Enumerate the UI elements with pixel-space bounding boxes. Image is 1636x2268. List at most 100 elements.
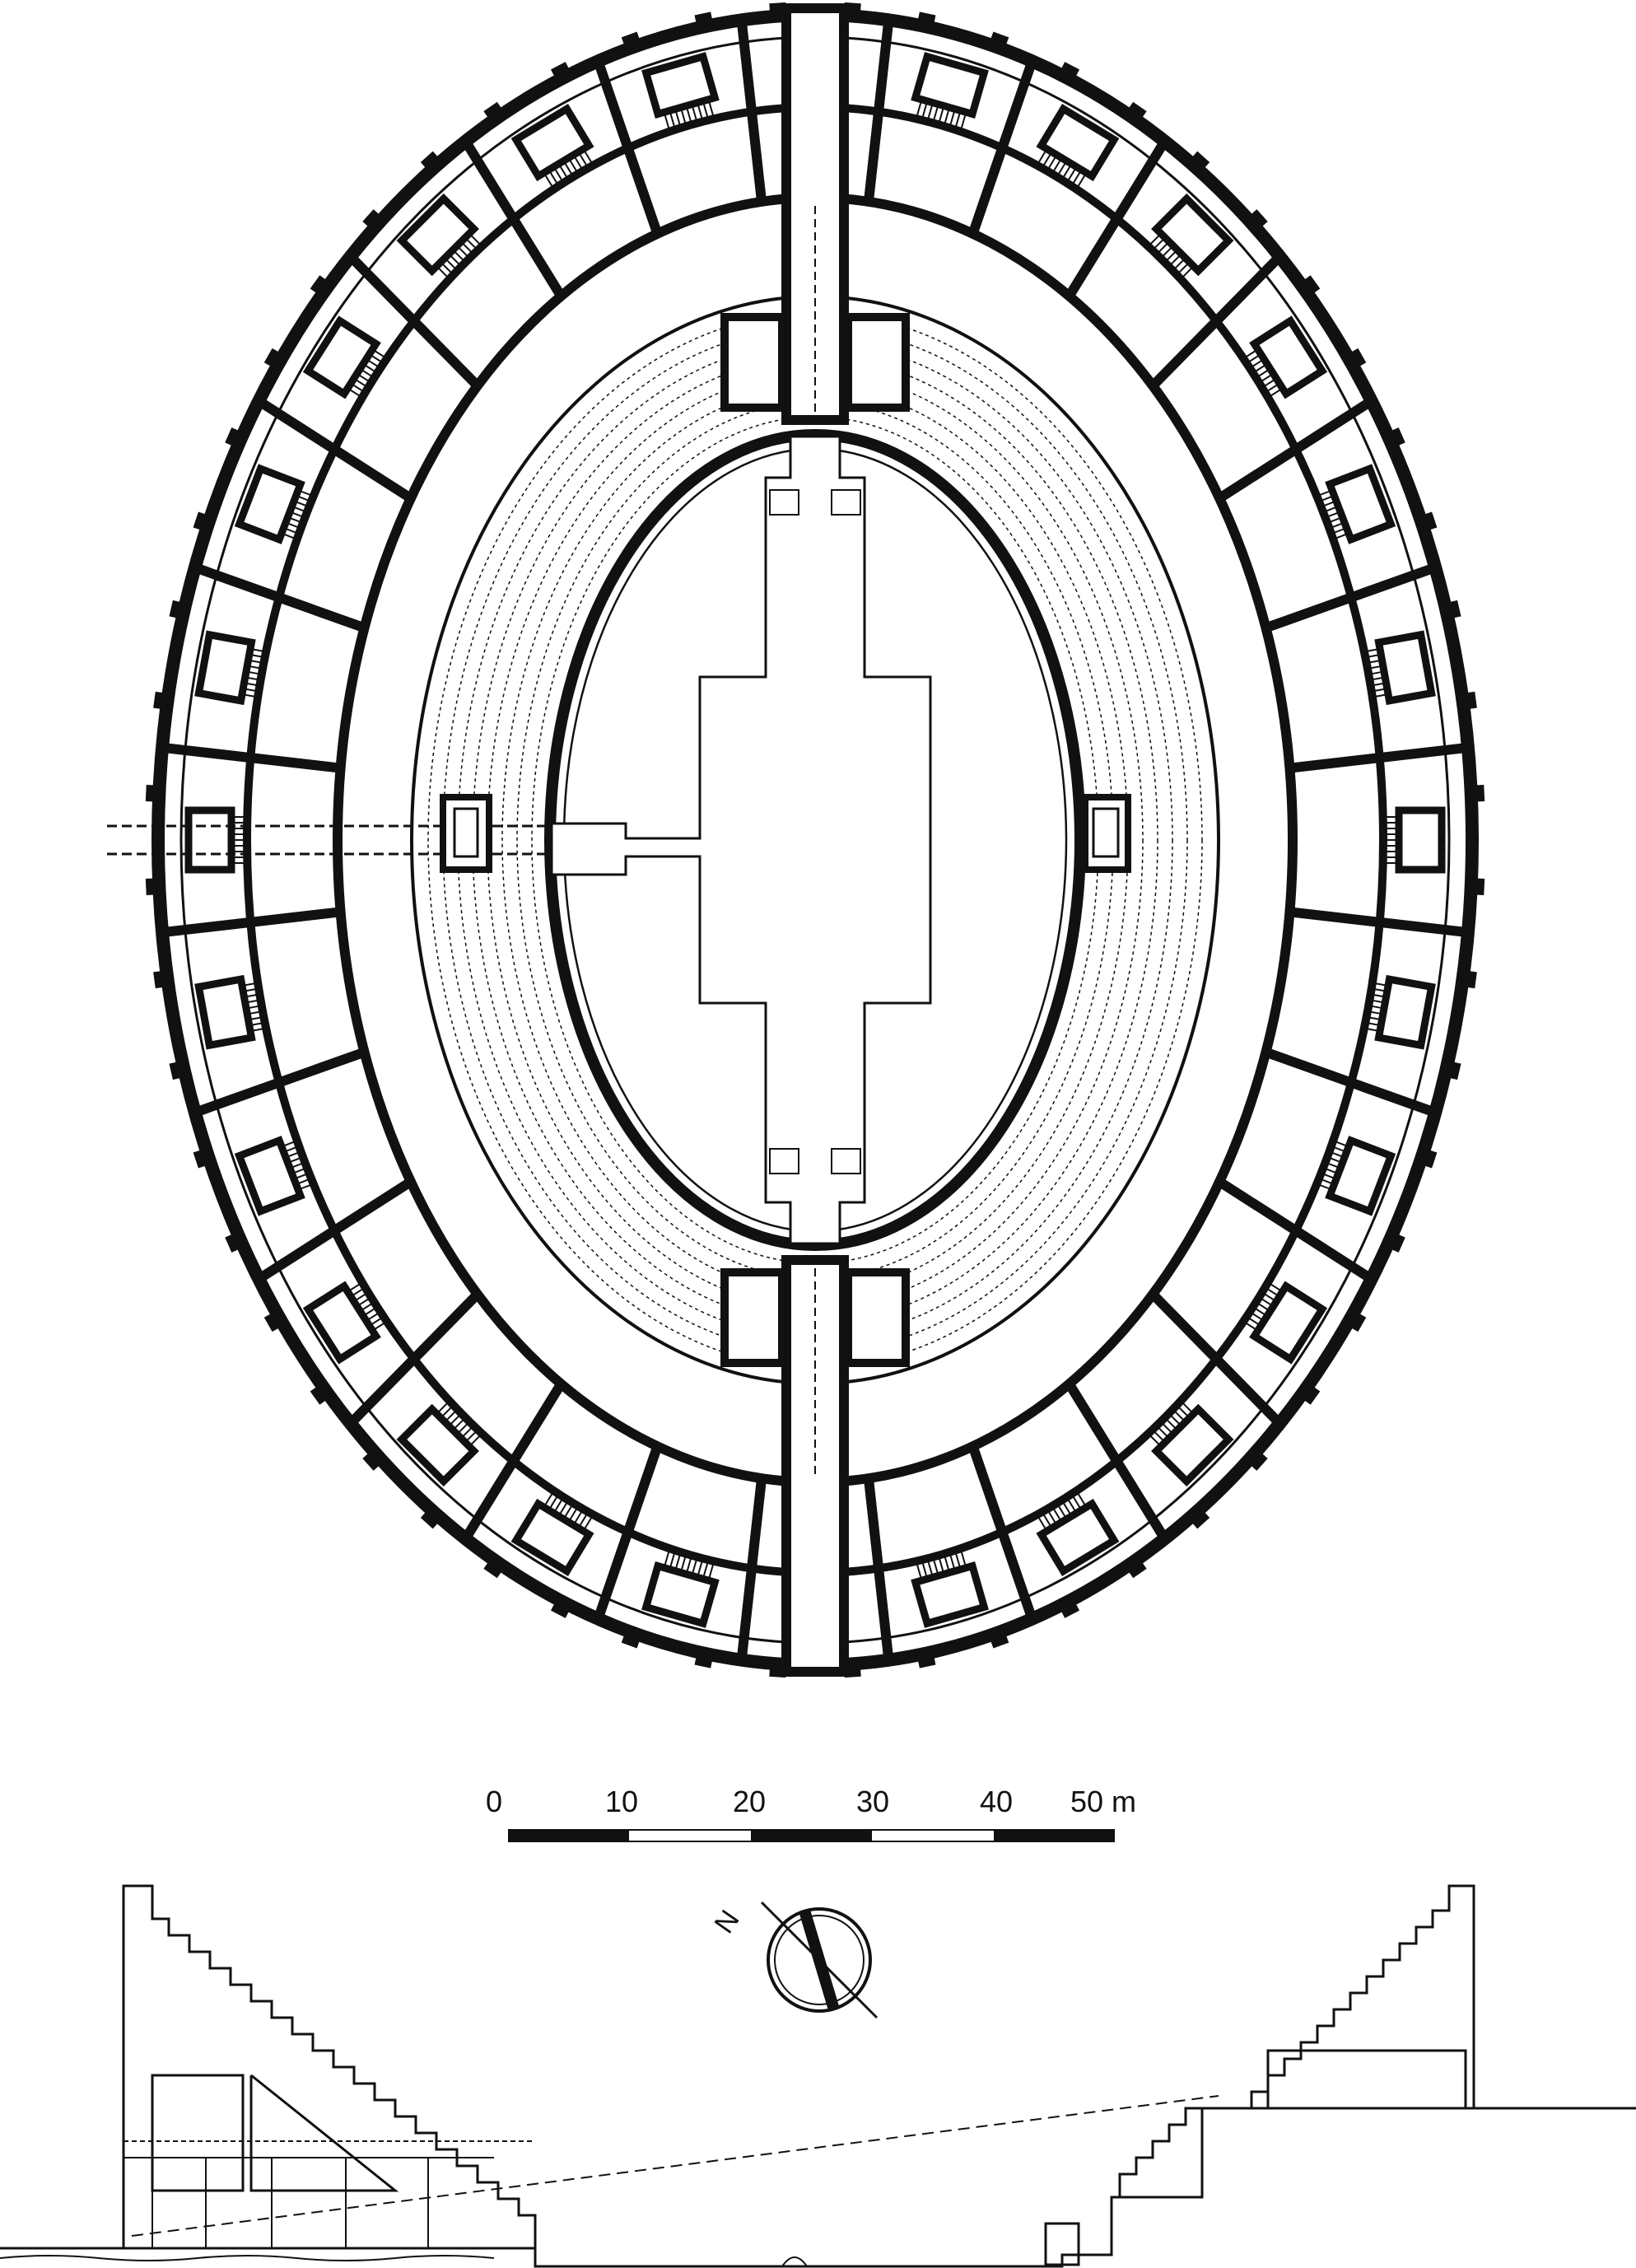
buttress bbox=[989, 1630, 1009, 1649]
radial-wall bbox=[347, 253, 482, 390]
buttress bbox=[1126, 1557, 1147, 1579]
buttress bbox=[694, 1651, 714, 1668]
cavea-row bbox=[427, 312, 1203, 1368]
radial-walls bbox=[161, 19, 1469, 1661]
stair-cell bbox=[1036, 1492, 1120, 1576]
stair-cell bbox=[911, 52, 989, 128]
stair-cell bbox=[302, 315, 387, 399]
west-entrance-passage bbox=[107, 794, 550, 873]
radial-wall bbox=[1289, 742, 1469, 773]
radial-wall bbox=[593, 59, 663, 236]
buttress bbox=[1461, 691, 1477, 710]
stair-cell bbox=[396, 193, 482, 279]
buttress bbox=[153, 691, 169, 710]
arena-podium-wall bbox=[544, 429, 1086, 1251]
buttress bbox=[1247, 209, 1268, 231]
radial-wall bbox=[161, 742, 342, 773]
scale-label-50m: 50 m bbox=[1070, 1785, 1136, 1818]
right-vault bbox=[1266, 2049, 1467, 2110]
stair-cell bbox=[302, 1281, 387, 1365]
buttress bbox=[420, 1508, 442, 1529]
buttress bbox=[1444, 600, 1461, 619]
radial-wall bbox=[347, 1290, 482, 1427]
scale-label-40: 40 bbox=[980, 1785, 1013, 1818]
stair-cell bbox=[641, 1552, 720, 1628]
radial-wall bbox=[461, 1381, 566, 1542]
arena-cruciform-substructure bbox=[550, 435, 932, 1245]
stair-cell bbox=[1363, 630, 1436, 706]
buttress bbox=[1299, 1384, 1321, 1405]
buttress bbox=[153, 970, 169, 989]
radial-wall bbox=[863, 1477, 894, 1661]
buttress bbox=[621, 1630, 641, 1649]
buttress bbox=[362, 1449, 384, 1471]
south-entrance-passage bbox=[720, 1255, 910, 1677]
buttress bbox=[1471, 785, 1485, 802]
stair-cell bbox=[194, 630, 267, 706]
radial-wall bbox=[593, 1444, 663, 1621]
radial-wall bbox=[256, 396, 414, 503]
buttress bbox=[1188, 151, 1210, 172]
radial-wall bbox=[1216, 1177, 1374, 1284]
radial-wall bbox=[161, 907, 342, 938]
stair-cell bbox=[510, 1492, 594, 1576]
amphitheatre-cross-section bbox=[0, 1884, 1636, 2268]
left-vault-2 bbox=[249, 2074, 399, 2192]
radial-wall bbox=[1289, 907, 1469, 938]
buttress bbox=[550, 62, 572, 82]
buttress bbox=[145, 878, 160, 895]
buttress bbox=[1387, 427, 1405, 448]
buttress bbox=[1126, 101, 1147, 123]
stair-cell bbox=[1149, 193, 1234, 279]
buttress bbox=[483, 1557, 505, 1579]
buttress bbox=[169, 1061, 186, 1080]
ground-line bbox=[0, 2107, 1636, 2268]
north-entrance-passage bbox=[720, 3, 910, 425]
radial-wall bbox=[736, 19, 767, 203]
scale-label-10: 10 bbox=[605, 1785, 638, 1818]
stair-cell bbox=[1036, 104, 1120, 188]
stair-cell bbox=[1243, 1281, 1328, 1365]
buttress bbox=[916, 12, 936, 29]
buttress bbox=[1299, 275, 1321, 296]
buttress bbox=[263, 348, 284, 370]
buttress bbox=[1471, 878, 1485, 895]
north-arrow-icon: N bbox=[708, 1901, 879, 2019]
stair-cell bbox=[1316, 1136, 1396, 1216]
radial-wall bbox=[1149, 253, 1284, 390]
buttress bbox=[1346, 348, 1367, 370]
stair-cell bbox=[1382, 806, 1446, 874]
buttress bbox=[989, 31, 1009, 50]
scale-label-20: 20 bbox=[733, 1785, 766, 1818]
east-podium-box bbox=[1082, 794, 1131, 873]
stair-cell bbox=[1243, 315, 1328, 399]
radial-wall bbox=[193, 562, 366, 633]
scale-bar-segments bbox=[508, 1829, 1115, 1842]
buttress bbox=[483, 101, 505, 123]
buttress bbox=[1461, 970, 1477, 989]
buttress bbox=[916, 1651, 936, 1668]
radial-wall bbox=[736, 1477, 767, 1661]
radial-wall bbox=[1264, 562, 1438, 633]
stair-cell bbox=[234, 464, 315, 544]
stair-cell bbox=[396, 1401, 482, 1487]
radial-wall bbox=[461, 138, 566, 299]
buttress bbox=[1419, 511, 1438, 532]
buttress bbox=[310, 275, 331, 296]
stair-cell bbox=[510, 104, 594, 188]
stair-cell bbox=[1363, 974, 1436, 1050]
stair-cell bbox=[194, 974, 267, 1050]
buttress bbox=[1419, 1148, 1438, 1169]
buttress bbox=[1188, 1508, 1210, 1529]
buttress bbox=[145, 785, 160, 802]
gate-structure bbox=[1044, 2222, 1080, 2266]
radial-wall bbox=[967, 59, 1037, 236]
buttress bbox=[1058, 62, 1080, 82]
radial-wall bbox=[1065, 1381, 1169, 1542]
right-lower-steps bbox=[1118, 2107, 1202, 2197]
buttress bbox=[310, 1384, 331, 1405]
scale-bar: 0 10 20 30 40 50 m bbox=[486, 1785, 1136, 1842]
buttress bbox=[362, 209, 384, 231]
buttress bbox=[621, 31, 641, 50]
buttress bbox=[694, 12, 714, 29]
